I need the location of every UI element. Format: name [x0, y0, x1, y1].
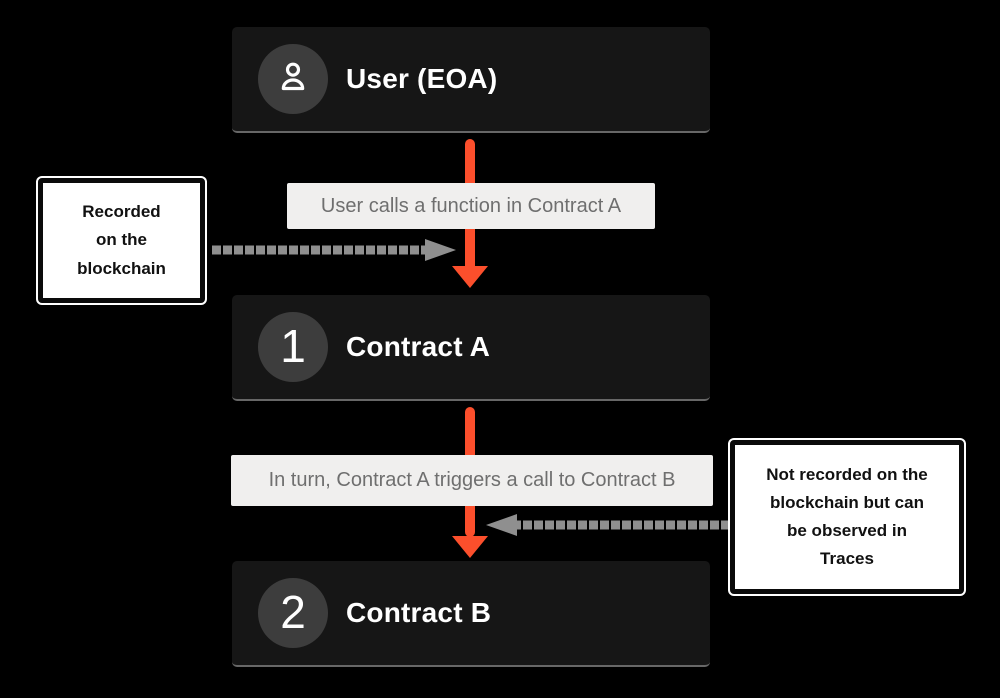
- flow-label-call-a: User calls a function in Contract A: [287, 183, 655, 229]
- user-icon: [273, 57, 313, 102]
- node-contract-b-label: Contract B: [346, 597, 492, 628]
- node-contract-a: 1 Contract A: [232, 295, 710, 401]
- contract-a-badge: 1: [258, 312, 328, 382]
- contract-b-number: 2: [280, 586, 306, 638]
- note-not-recorded-traces: Not recorded on the blockchain but can b…: [730, 440, 964, 594]
- gray-arrow-left-icon: [486, 514, 730, 536]
- note-recorded-on-chain: Recorded on the blockchain: [38, 178, 205, 303]
- node-contract-a-label: Contract A: [346, 331, 491, 362]
- contract-a-number: 1: [280, 320, 306, 372]
- contract-b-badge: 2: [258, 578, 328, 648]
- node-user-label: User (EOA): [346, 63, 498, 94]
- user-badge: [258, 44, 328, 114]
- arrow-a-to-b-head: [452, 536, 488, 558]
- arrow-user-to-a-head: [452, 266, 488, 288]
- gray-arrow-right-icon: [212, 239, 456, 261]
- flow-label-call-b: In turn, Contract A triggers a call to C…: [231, 455, 713, 506]
- node-user-eoa: User (EOA): [232, 27, 710, 133]
- node-contract-b: 2 Contract B: [232, 561, 710, 667]
